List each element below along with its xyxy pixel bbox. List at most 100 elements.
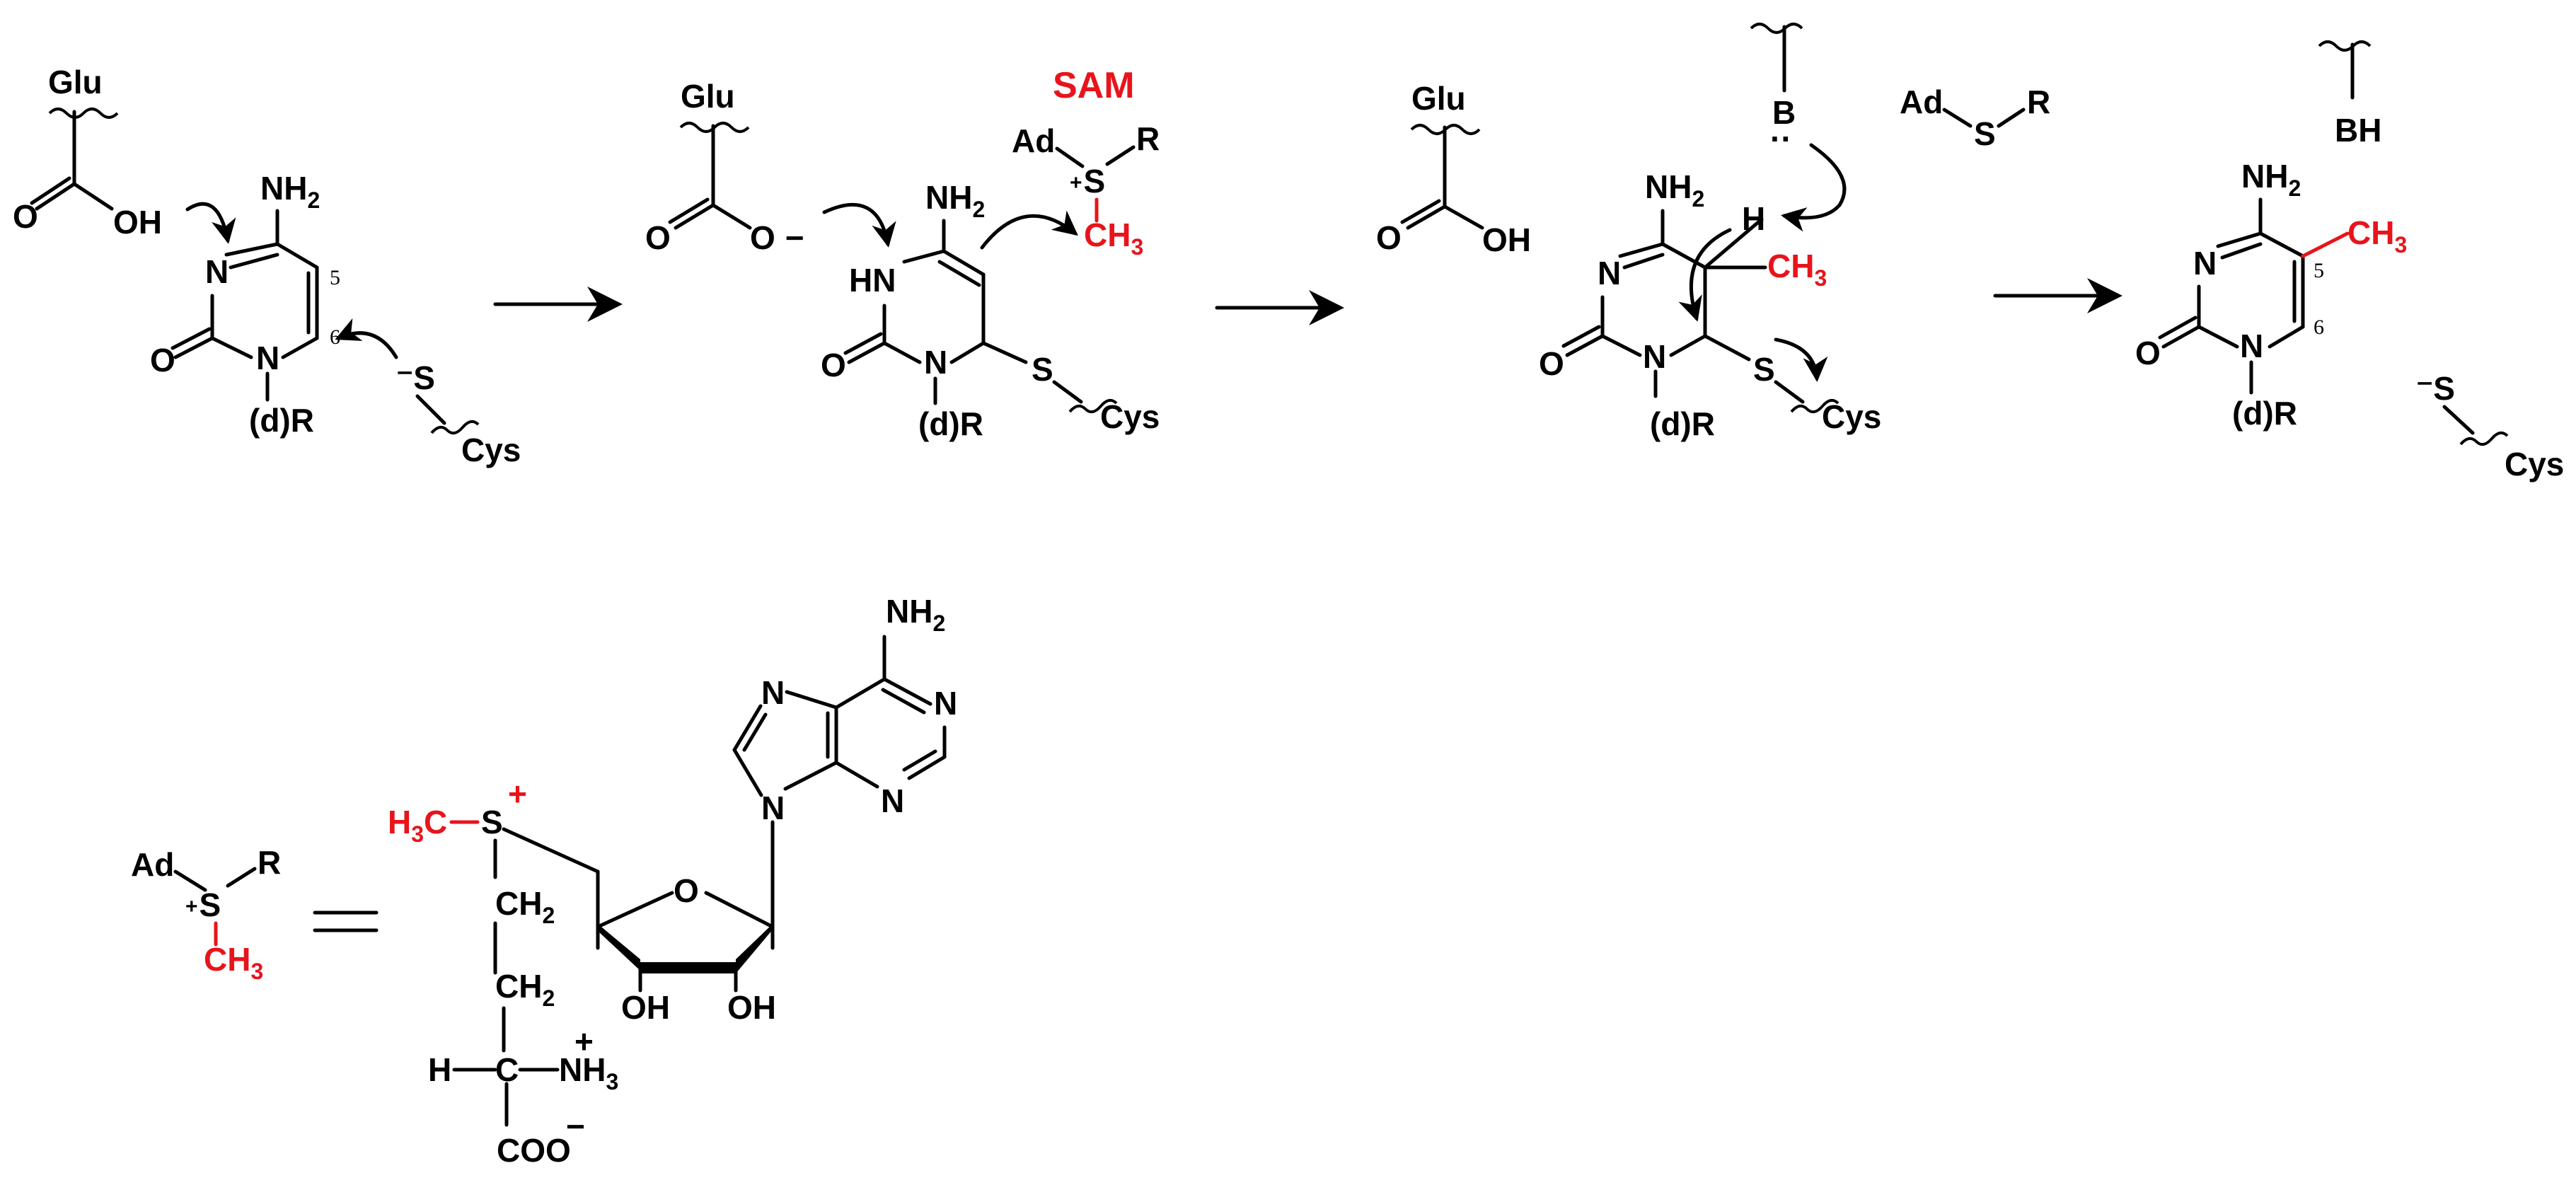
sam-methyl: CH3 <box>1084 216 1143 260</box>
sam-title: SAM <box>1053 65 1135 106</box>
cys-label-2: Cys <box>1100 398 1160 435</box>
ring-n3: N <box>205 253 229 290</box>
c8-n7-double <box>742 712 768 752</box>
c5-methyl-bond-4 <box>2301 231 2350 258</box>
base-wavy <box>1750 23 1803 34</box>
abbr-r: R <box>258 844 281 881</box>
ribose-c4-o <box>596 891 674 929</box>
ring3-c2o-double <box>1561 325 1601 348</box>
thiolate-attack-arrow <box>335 318 398 359</box>
base-deprotonation-arrow <box>1781 143 1847 232</box>
c5-methyl: CH3 <box>1767 248 1827 291</box>
ring-c2-oxygen: O <box>150 342 175 378</box>
ring3-c2o <box>1565 334 1605 357</box>
alpha-h: H <box>428 1051 451 1088</box>
cys-label-4: Cys <box>2505 446 2564 482</box>
c5-methyl-4: CH3 <box>2347 214 2407 258</box>
position-6-4: 6 <box>2314 316 2324 339</box>
abbr-r-bond <box>226 867 257 888</box>
ring4-c6n1 <box>2268 325 2305 349</box>
ring2-oxygen: O <box>821 347 846 383</box>
carboxylate-co <box>674 203 715 230</box>
c2-o-bond <box>173 336 214 359</box>
sulfonium-s: S <box>481 804 503 840</box>
ring-n1: N <box>256 340 279 376</box>
s-ch2-ribose <box>502 827 600 874</box>
ring4-n1c2 <box>2197 325 2239 349</box>
ring2-c6n1 <box>949 341 986 364</box>
released-thiolate: ⁻S <box>2416 370 2455 407</box>
glu-wavy-bond <box>48 108 119 119</box>
n9-c8 <box>732 748 763 797</box>
hydroxyl-oh: OH <box>113 204 162 241</box>
c2-o-double <box>171 327 212 350</box>
adenine-n9: N <box>761 790 785 826</box>
carboxylate-charge: − <box>566 1108 585 1145</box>
ammonium: NH3 <box>559 1051 618 1094</box>
ring2-c2o <box>847 341 886 364</box>
stage-2-covalent-adduct: Glu O O− NH2 HN N O (d)R S Cys SAM Ad +S… <box>645 65 1160 442</box>
stage-1-cytosine: Glu O OH NH2 N N O (d)R 5 6 ⁻S Cys <box>13 64 521 468</box>
adduct-s-cys <box>1052 380 1083 404</box>
carboxylate: COO <box>497 1132 571 1169</box>
carbonyl-o: O <box>13 198 38 235</box>
c2-n3-double <box>902 749 937 772</box>
leaving-ad: Ad <box>1900 83 1943 120</box>
ring4-c2o <box>2161 325 2201 349</box>
cs-cleavage-arrow <box>1774 337 1828 382</box>
acid-co-double <box>1400 199 1441 224</box>
sam-full-structure: H3C S + CH2 CH2 H C NH3 + COO − O OH OH … <box>388 593 957 1169</box>
equals-sign <box>313 911 379 932</box>
cys-wavy-4 <box>2459 431 2509 446</box>
ribose-o: O <box>674 872 699 909</box>
ribose-oh-3: OH <box>621 989 670 1026</box>
abbr-s: +S <box>185 886 221 923</box>
nh2-label: NH2 <box>260 170 320 213</box>
sam-ad: Ad <box>1012 122 1055 159</box>
sam-ad-bond <box>1055 146 1085 168</box>
abbr-ad: Ad <box>131 846 174 883</box>
chain-ch2-2: CH2 <box>495 968 555 1011</box>
c8-n7 <box>732 704 763 752</box>
ring3-n1: N <box>1643 338 1666 375</box>
ring-c6n1 <box>281 336 319 359</box>
ring3-n3: N <box>1598 255 1621 291</box>
sam-s: +S <box>1070 163 1105 200</box>
glu-label-2: Glu <box>681 78 735 115</box>
carboxylate-double <box>668 197 710 224</box>
deoxyribose-label: (d)R <box>249 402 314 439</box>
c5-hydrogen: H <box>1742 200 1765 237</box>
ring4-c2o-double <box>2158 316 2197 340</box>
ring2-c2o-double <box>843 332 883 355</box>
carboxylate-o <box>711 203 752 230</box>
nh2-label-2: NH2 <box>925 179 985 222</box>
ring4-n3c4-double <box>2220 242 2263 260</box>
ring3-n3c4 <box>1618 242 1665 258</box>
c5-c6 <box>834 677 886 710</box>
glu-label-3: Glu <box>1411 80 1466 117</box>
c6-s-bond-3 <box>1703 334 1751 362</box>
base-b: B <box>1772 94 1796 131</box>
stage-4-5-methylcytosine: BH NH2 N N O (d)R CH3 5 6 ⁻S Cys <box>2135 40 2564 482</box>
position-5: 5 <box>330 266 340 289</box>
sulfonium-charge: + <box>508 775 527 812</box>
base-lone-pair: ·· <box>1770 120 1792 157</box>
deprotonation-arrow <box>822 202 896 248</box>
adduct-s: S <box>1032 351 1053 388</box>
released-s-cys <box>2442 405 2475 435</box>
c6-n1-double <box>881 688 926 715</box>
ring-c4c5 <box>275 242 319 270</box>
c2-n3 <box>907 755 947 780</box>
deoxyribose-label-4: (d)R <box>2232 395 2297 432</box>
sam-h3c: H3C <box>388 804 447 847</box>
sam-r-bond <box>1105 145 1136 166</box>
thiolate-s: ⁻S <box>396 359 435 396</box>
ring3-n1c2 <box>1600 334 1642 357</box>
s-cys-bond <box>415 394 446 425</box>
carboxylate-o2: O− <box>750 219 804 256</box>
cys-wavy-3 <box>1790 398 1839 414</box>
abbr-ad-bond <box>173 869 207 892</box>
adenine-n1: N <box>934 685 957 722</box>
abbr-methyl: CH3 <box>204 941 263 984</box>
